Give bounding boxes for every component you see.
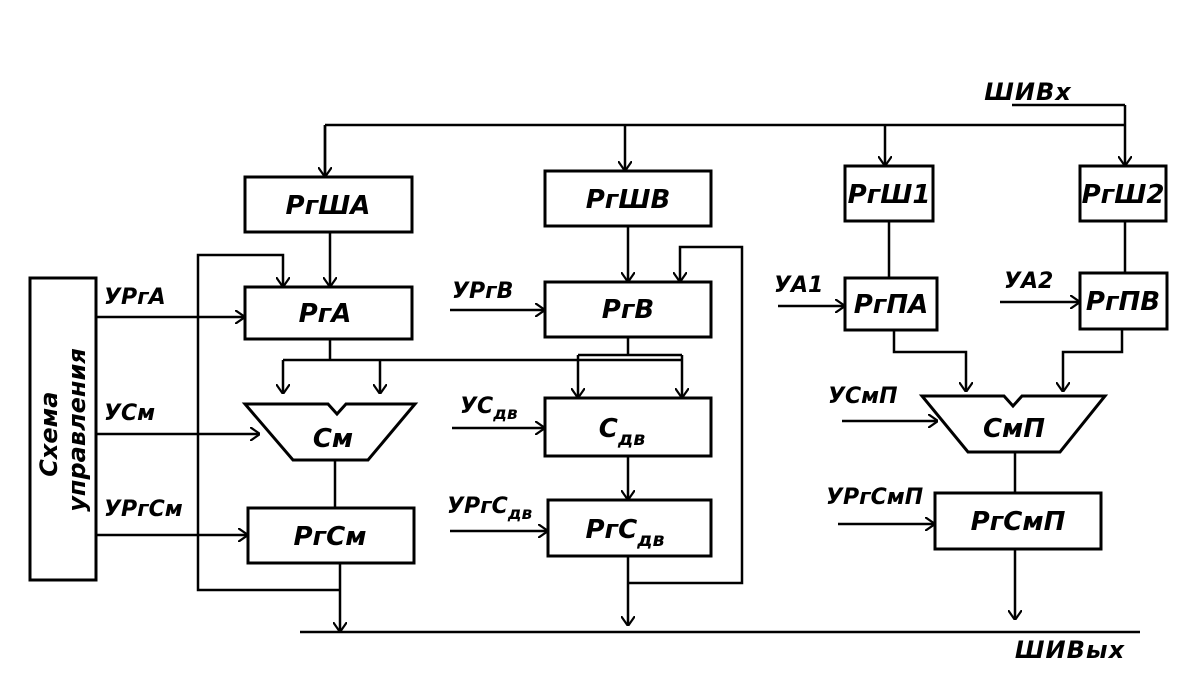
signal-urgsm-label: УРгСм xyxy=(104,497,183,522)
control-scheme-label: Схема управления xyxy=(35,348,91,511)
register-rgsdv-main: РгС xyxy=(585,515,637,545)
signal-usm-label: УСм xyxy=(104,401,155,426)
signal-usdv-main: УС xyxy=(460,394,493,419)
control-scheme-block xyxy=(28,276,98,582)
adder-smp-label: СмП xyxy=(983,414,1045,444)
signal-usdv-sub: дв xyxy=(492,404,518,424)
input-bus-label: ШИВх xyxy=(984,78,1072,106)
signal-usdv-label: УСдв xyxy=(460,394,518,424)
register-rgsdv-label: РгСдв xyxy=(585,515,664,551)
register-rgsdv-sub: дв xyxy=(636,529,664,551)
signal-urgb-label: УРгВ xyxy=(452,279,513,304)
feedback-loop-b xyxy=(628,245,744,585)
signal-ua1-label: УА1 xyxy=(774,273,823,298)
signal-usmp-label: УСмП xyxy=(828,384,898,409)
register-rgpa-label: РгПА xyxy=(854,290,929,320)
control-scheme-line2: управления xyxy=(63,348,91,511)
register-rgsmp xyxy=(933,491,1103,551)
register-rga-label: РгА xyxy=(299,299,352,329)
register-rgsha-label: РгША xyxy=(286,191,371,221)
adder-smp xyxy=(918,394,1109,454)
signal-urgsdv-main: УРгС xyxy=(447,494,508,519)
shifter-sdv-main: С xyxy=(599,414,618,444)
register-rgsm-label: РгСм xyxy=(294,522,367,552)
signal-ua2-label: УА2 xyxy=(1004,269,1053,294)
register-rgsmp-label: РгСмП xyxy=(971,507,1066,537)
register-rgsha xyxy=(243,175,414,234)
register-rgpb xyxy=(1078,271,1169,331)
shifter-sdv-label: Сдв xyxy=(599,414,645,450)
register-rgsh2-label: РгШ2 xyxy=(1082,180,1165,210)
register-rgsh1-label: РгШ1 xyxy=(848,180,931,210)
register-rgpb-label: РгПВ xyxy=(1086,287,1160,317)
signal-urgsdv-label: УРгСдв xyxy=(447,494,532,524)
control-scheme-line1: Схема xyxy=(35,392,63,477)
register-rgshb-label: РгШВ xyxy=(586,185,671,215)
adder-sm xyxy=(241,402,419,462)
register-rgpa xyxy=(843,276,939,332)
register-rgsh1 xyxy=(843,164,935,223)
wire-rgpb-smp xyxy=(1063,329,1124,392)
adder-sm-label: См xyxy=(313,424,353,454)
signal-urgsmp-label: УРгСмП xyxy=(826,485,923,510)
signal-urga-label: УРгА xyxy=(104,285,166,310)
shifter-sdv-sub: дв xyxy=(617,428,645,450)
register-rgb-label: РгВ xyxy=(602,295,654,325)
feedback-loop-a xyxy=(196,253,340,592)
register-rgsdv xyxy=(546,498,713,558)
signal-urgsdv-sub: дв xyxy=(507,504,533,524)
input-bus xyxy=(325,103,1125,177)
register-rgsh2 xyxy=(1078,164,1168,223)
register-rga xyxy=(243,285,414,341)
register-rgshb xyxy=(543,169,713,228)
output-bus-label: ШИВых xyxy=(1015,636,1126,664)
wire-rgpa-smp xyxy=(892,330,966,392)
